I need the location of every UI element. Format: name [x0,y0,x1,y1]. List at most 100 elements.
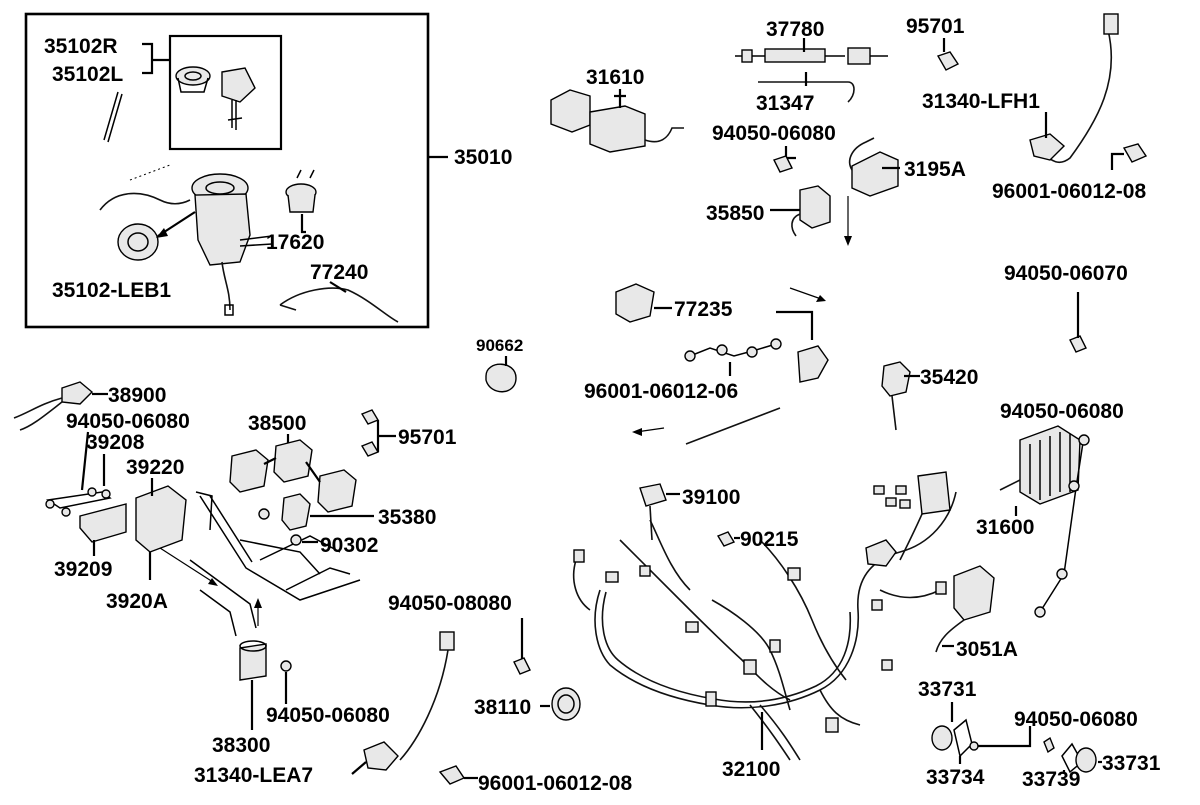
bolt-icon [716,531,736,547]
relay-group-38500: 38500 [229,412,357,513]
label-31347: 31347 [756,92,814,115]
bolt-icon [1069,335,1087,353]
label-39220: 39220 [126,456,184,479]
bolt-95701-top: 95701 [906,15,965,71]
frame-assembly-icon [159,491,361,637]
cable-37780-group: 37780 31347 [735,18,888,115]
horn-group-33731: 33731 94050-06080 33734 33739 33731 [918,678,1161,791]
label-94050-06070: 94050-06070 [1004,262,1128,285]
label-77240: 77240 [310,261,368,284]
module-icon [135,485,187,553]
bolt-icon [438,765,466,785]
cable-mid-icon [685,407,781,445]
connector-39100: 39100 [639,483,740,541]
clamp-icon [485,363,517,393]
bolt-96001-06012-08-b: 96001-06012-08 [438,765,632,795]
label-33734: 33734 [926,766,985,789]
relay-35380: 35380 [281,493,436,531]
label-94050-08080: 94050-08080 [388,592,512,615]
module-39220: 39220 3920A [106,456,187,613]
label-94050-06080-a: 94050-06080 [712,122,836,145]
ignition-coil-icon [953,565,995,621]
relay-c-icon [317,469,357,513]
label-90215: 90215 [740,528,799,551]
sensor-31340-LEA7: 31340-LEA7 [194,631,455,787]
cable-77240-icon [279,287,399,323]
starter-relay-icon [799,185,831,229]
ignition-inset: 35102R 35102L 35010 17620 77240 35102-LE… [24,12,512,329]
rectifier-31600: 94050-06080 31600 [976,400,1124,618]
nut-icon [773,155,793,173]
horn-icon [931,725,953,751]
connector-icon [639,483,667,507]
relay-icon [281,493,311,531]
label-33731-b: 33731 [1102,752,1161,775]
bracket-icon [79,503,127,543]
label-94050-06080-b: 94050-06080 [1000,400,1124,423]
horn-icon [239,643,267,681]
label-31340-LFH1: 31340-LFH1 [922,90,1040,113]
label-31340-LEA7: 31340-LEA7 [194,764,313,787]
label-38500: 38500 [248,412,306,435]
grommet-38110: 38110 [474,687,581,721]
latch-receiver-icon [797,345,829,383]
label-32100: 32100 [722,758,780,781]
screw-icon [258,508,270,520]
bolt-94050-06070: 94050-06070 [1004,262,1128,353]
label-39209: 39209 [54,558,112,581]
label-3920A: 3920A [106,590,168,613]
label-77235: 77235 [674,298,733,321]
label-94050-06080-c: 94050-06080 [66,410,190,433]
hood-latch-77235: 77235 96001-06012-06 [584,283,829,403]
label-35380: 35380 [378,506,436,529]
relay-b-icon [273,439,313,483]
label-38110: 38110 [474,696,531,719]
inset-frame [24,12,430,329]
flasher-relay-icon [848,137,899,197]
cable-icon [99,192,191,211]
switch-icon [61,381,94,405]
horn-icon [1075,747,1097,773]
bolt-icon [936,51,960,71]
regulator-35420: 35420 [881,361,978,431]
latch-icon [615,283,655,323]
switch-38900: 38900 [13,381,166,431]
label-95701-mid: 95701 [398,426,457,449]
sensor-icon [363,741,399,771]
label-90662: 90662 [476,336,523,355]
relay-a-icon [229,449,269,493]
wiring-harness-icon [572,471,957,761]
label-31600: 31600 [976,516,1034,539]
label-37780: 37780 [766,18,824,41]
label-94050-06080-d: 94050-06080 [266,704,390,727]
label-94050-06080-e: 94050-06080 [1014,708,1138,731]
ignition-coil-3051A: 3051A [935,565,1018,661]
starter-relay-35850: 35850 [706,185,831,237]
throttle-cable-icon [735,47,888,65]
bolt-94050-08080: 94050-08080 [388,592,531,675]
screw-90302: 90302 [258,508,378,557]
label-35102R: 35102R [44,35,118,58]
bolt-icon [360,441,380,457]
regulator-icon [881,361,911,397]
cable-31347-icon [758,81,855,103]
label-33739: 33739 [1022,768,1080,791]
label-38900: 38900 [108,384,166,407]
label-35102L: 35102L [52,63,123,86]
label-35850: 35850 [706,202,764,225]
label-96001-06012-08-b: 96001-06012-08 [478,772,632,795]
bracket-39209: 39209 [45,487,127,581]
clamp-90662: 90662 [476,336,523,393]
label-95701-top: 95701 [906,15,965,38]
label-96001-06012-08-a: 96001-06012-08 [992,180,1146,203]
relay-box-group: 31610 [550,66,684,153]
pin-icon [103,91,123,143]
label-31610: 31610 [586,66,644,89]
ignition-switch-icon [191,173,273,316]
label-96001-06012-06: 96001-06012-06 [584,380,738,403]
bolt-icon [360,409,380,425]
sensor-31340-LFH1: 31340-LFH1 [922,13,1119,164]
label-39100: 39100 [682,486,740,509]
